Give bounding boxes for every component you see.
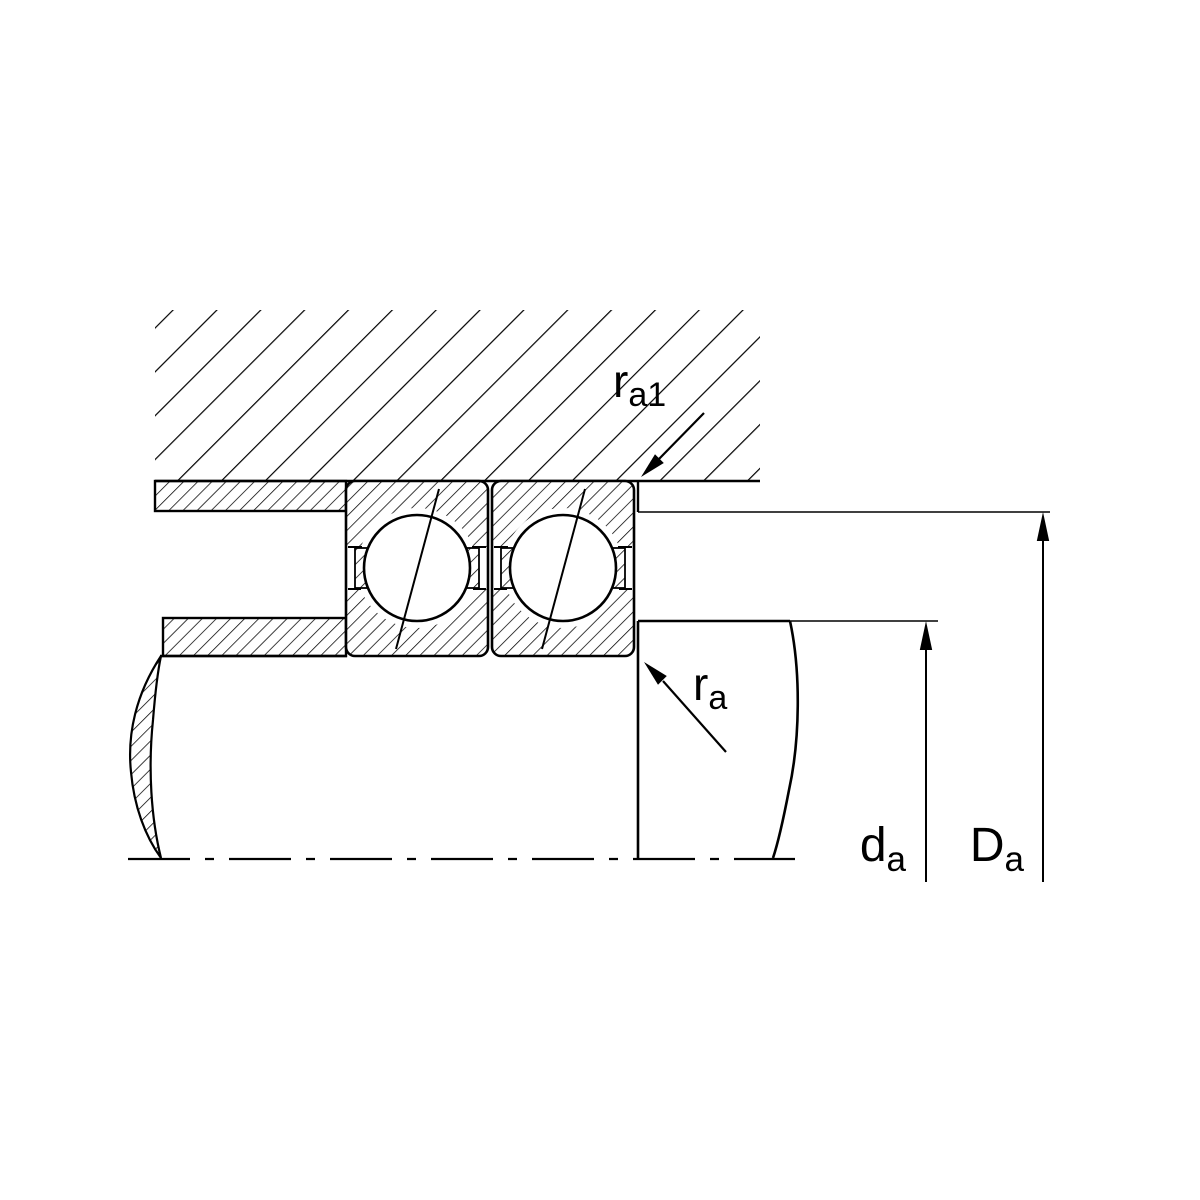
arrow-up-icon-da xyxy=(919,621,933,650)
housing-section xyxy=(153,310,1050,513)
bearing-unit-right xyxy=(490,479,636,658)
bearing-left-outline xyxy=(344,479,490,658)
arrow-icon-ra xyxy=(644,662,667,685)
shaft-spacer-ring xyxy=(161,616,348,658)
label-Da-sub: a xyxy=(1005,840,1025,879)
arrow-icon-ra1 xyxy=(641,454,664,477)
shaft-shoulder-break-curve xyxy=(771,620,800,859)
label-ra1-base: r xyxy=(613,355,628,407)
housing-cover-strip xyxy=(153,479,348,513)
leader-line-ra1 xyxy=(657,412,705,461)
dimension-Da: Da xyxy=(970,512,1050,882)
label-ra: ra xyxy=(693,658,727,717)
arrow-up-icon-Da xyxy=(1036,512,1050,541)
bearing-right-outline xyxy=(490,479,636,658)
shaft-section xyxy=(128,616,800,861)
contact-angle-line-right xyxy=(541,488,586,650)
label-Da: Da xyxy=(970,819,1025,879)
label-da: da xyxy=(860,819,907,879)
label-Da-base: D xyxy=(970,819,1005,872)
dimension-da: da xyxy=(790,620,938,882)
bearing-unit-left xyxy=(344,479,490,658)
label-ra-sub: a xyxy=(708,679,727,717)
contact-angle-line-left xyxy=(395,488,440,650)
label-ra1-sub: a1 xyxy=(628,376,666,414)
annotation-ra1: ra1 xyxy=(613,355,705,477)
label-ra-base: r xyxy=(693,658,708,710)
housing-hatching xyxy=(155,310,760,481)
label-ra1: ra1 xyxy=(613,355,666,414)
annotation-ra: ra xyxy=(644,658,727,753)
leader-line-ra xyxy=(662,680,727,753)
label-da-sub: a xyxy=(887,840,907,879)
label-da-base: d xyxy=(860,819,887,872)
shaft-break-section xyxy=(128,655,163,859)
